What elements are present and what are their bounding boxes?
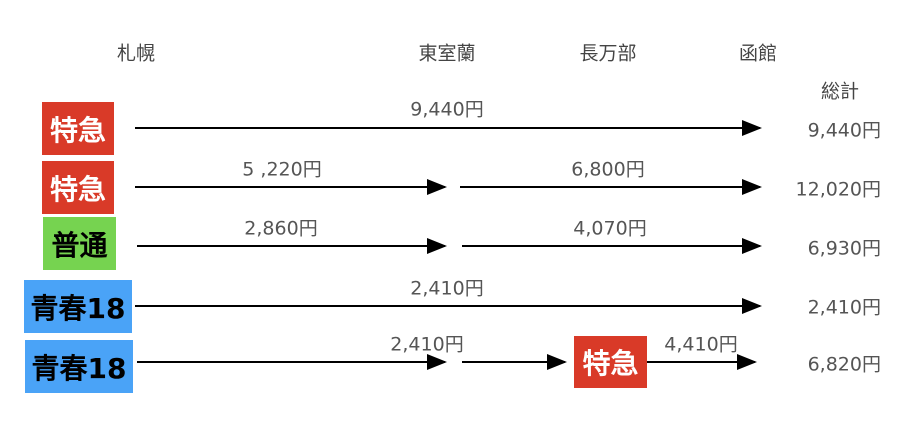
- train-badge-seishun18: 青春18: [24, 280, 132, 333]
- train-badge-express-transfer: 特急: [574, 336, 647, 388]
- fare-label: 2,860円: [244, 217, 318, 240]
- total-fare: 12,020円: [795, 178, 881, 201]
- total-fare: 6,930円: [807, 237, 881, 260]
- total-fare: 6,820円: [807, 353, 881, 376]
- train-badge-local: 普通: [43, 217, 116, 270]
- fare-label: 9,440円: [410, 98, 484, 121]
- train-badge-express: 特急: [42, 161, 114, 214]
- train-badge-seishun18: 青春18: [25, 340, 133, 393]
- fare-label: 6,800円: [571, 158, 645, 181]
- total-header: 総計: [820, 80, 860, 103]
- total-fare: 9,440円: [807, 119, 881, 142]
- station-oshamambe: 長万部: [579, 42, 637, 65]
- station-higashi-muroran: 東室蘭: [418, 42, 476, 65]
- fare-label: 4,070円: [573, 217, 647, 240]
- fare-label: 2,410円: [410, 277, 484, 300]
- station-hakodate: 函館: [738, 42, 778, 65]
- total-fare: 2,410円: [807, 296, 881, 319]
- train-badge-express: 特急: [42, 102, 114, 155]
- fare-label: 4,410円: [664, 333, 738, 356]
- fare-label: 2,410円: [390, 333, 464, 356]
- fare-label: 5 ,220円: [242, 158, 322, 181]
- station-sapporo: 札幌: [116, 42, 156, 65]
